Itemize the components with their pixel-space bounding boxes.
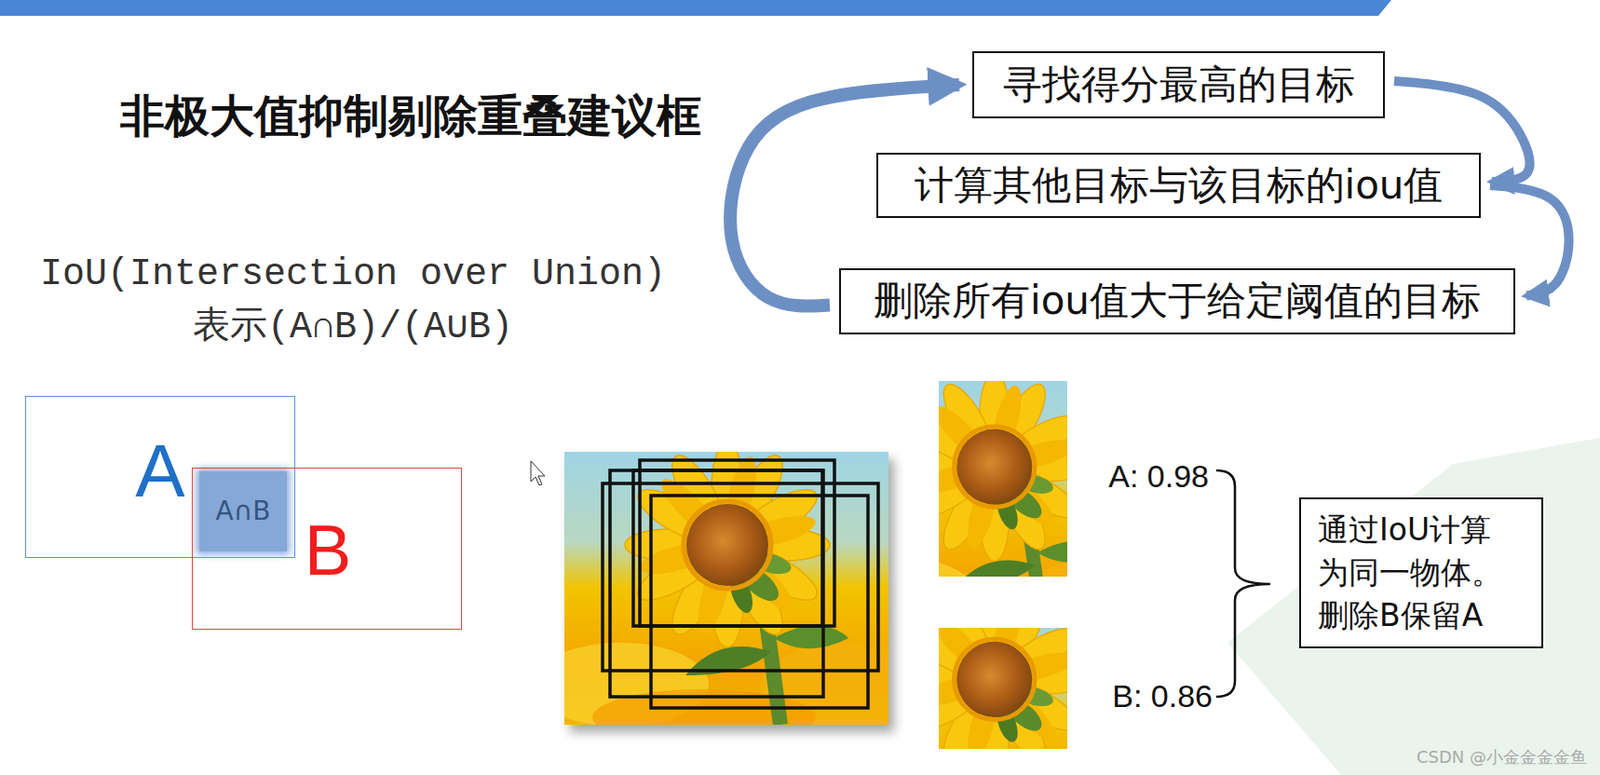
brace	[1216, 470, 1271, 697]
proposal-box	[639, 460, 835, 626]
node-text: 寻找得分最高的目标	[1003, 61, 1356, 109]
node-text: A∩B	[216, 495, 272, 528]
proposal-box	[650, 495, 868, 708]
score-label: B: 0.86	[1111, 677, 1213, 716]
watermark: CSDN @小金金金金鱼	[1416, 746, 1587, 768]
sunflower-photo	[531, 442, 928, 746]
proposal-box	[633, 470, 823, 626]
proposal-boxes	[602, 460, 879, 708]
sunflower-photo	[531, 442, 928, 746]
score-label: A: 0.98	[1108, 457, 1209, 496]
step-box: 删除所有iou值大于给定阈值的目标	[839, 268, 1516, 335]
node-text: 删除所有iou值大于给定阈值的目标	[873, 277, 1481, 325]
proposal-box	[602, 483, 879, 671]
mouse-cursor	[530, 461, 545, 486]
step-box: 寻找得分最高的目标	[972, 51, 1385, 119]
intersection-area: A∩B	[199, 471, 287, 552]
step-box: 计算其他目标与该目标的iou值	[876, 152, 1481, 218]
crop-a	[813, 372, 1179, 651]
crop-a	[813, 372, 1179, 651]
note-text: 通过IoU计算 为同一物体。 删除B保留A	[1317, 508, 1525, 638]
background-shape	[1227, 437, 1600, 775]
set-a-box: A∩B A	[25, 395, 296, 558]
proposal-box	[610, 470, 824, 697]
top-bar	[0, 0, 1392, 16]
note-box: 通过IoU计算 为同一物体。 删除B保留A	[1299, 497, 1544, 649]
formula-text: 表示(A∩B)/(A∪B)	[0, 305, 706, 351]
node-text: B	[304, 515, 353, 586]
node-text: 计算其他目标与该目标的iou值	[914, 162, 1444, 209]
set-b-box: B	[191, 467, 462, 630]
formula-text: IoU(Intersection over Union)	[0, 252, 706, 298]
slide-title: 非极大值抑制剔除重叠建议框	[120, 89, 702, 144]
node-text: A	[135, 433, 185, 509]
